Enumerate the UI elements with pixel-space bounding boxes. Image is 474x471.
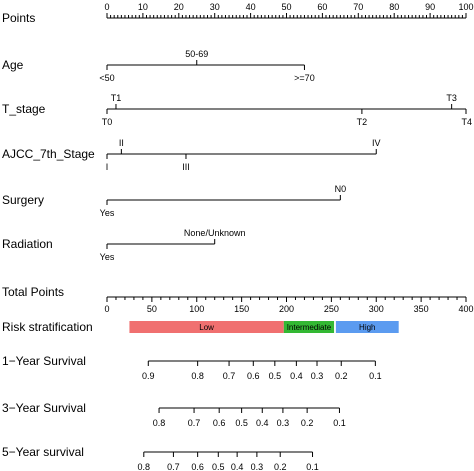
points-tick-label: 20	[174, 2, 184, 12]
survival-tick-label: 0.7	[167, 462, 180, 471]
survival-tick-label: 0.6	[213, 418, 226, 428]
survival-tick-label: 0.1	[333, 418, 346, 428]
variable-level-label: I	[106, 162, 109, 172]
survival-tick-label: 0.4	[256, 418, 269, 428]
survival-tick-label: 0.1	[306, 462, 319, 471]
variable-level-label: II	[119, 138, 124, 148]
total-points-tick-label: 400	[458, 304, 473, 314]
survival-tick-label: 0.7	[188, 418, 201, 428]
variable-level-label: T3	[446, 93, 457, 103]
variable-row-label: Surgery	[2, 193, 44, 207]
variable-level-label: Yes	[100, 252, 115, 262]
survival-tick-label: 0.9	[142, 371, 155, 381]
survival-tick-label: 0.8	[138, 462, 151, 471]
risk-band-label: Intermediate	[287, 323, 332, 332]
points-tick-label: 80	[389, 2, 399, 12]
total-points-tick-label: 350	[414, 304, 429, 314]
risk-band-high	[335, 321, 399, 333]
variable-level-label: T4	[461, 117, 472, 127]
variable-row-label: Age	[2, 58, 24, 72]
variable-level-label: Yes	[100, 208, 115, 218]
variable-level-label: T0	[102, 117, 113, 127]
points-tick-label: 0	[104, 2, 109, 12]
risk-band-label: Low	[199, 323, 214, 332]
total-points-tick-label: 150	[234, 304, 249, 314]
points-row-label: Points	[2, 11, 35, 25]
survival-row-label: 3−Year Survival	[2, 401, 86, 415]
points-tick-label: 90	[425, 2, 435, 12]
total-points-tick-label: 200	[279, 304, 294, 314]
survival-tick-label: 0.3	[277, 418, 290, 428]
variable-row-label: AJCC_7th_Stage	[2, 147, 95, 161]
variable-level-label: T2	[357, 117, 368, 127]
survival-tick-label: 0.6	[191, 462, 204, 471]
survival-tick-label: 0.2	[274, 462, 287, 471]
survival-tick-label: 0.2	[301, 418, 314, 428]
variable-row-label: Radiation	[2, 237, 53, 251]
total-points-tick-label: 50	[147, 304, 157, 314]
variable-level-label: N0	[335, 184, 347, 194]
risk-row-label: Risk stratification	[2, 320, 93, 334]
survival-row-label: 5−Year survival	[2, 445, 84, 459]
total-points-tick-label: 250	[324, 304, 339, 314]
survival-tick-label: 0.5	[269, 371, 282, 381]
total-points-row-label: Total Points	[2, 285, 64, 299]
survival-tick-label: 0.5	[235, 418, 248, 428]
survival-tick-label: 0.3	[311, 371, 324, 381]
row-labels: PointsAgeT_stageAJCC_7th_StageSurgeryRad…	[2, 11, 95, 459]
points-tick-label: 50	[281, 2, 291, 12]
survival-tick-label: 0.3	[251, 462, 264, 471]
points-tick-label: 70	[353, 2, 363, 12]
total-points-tick-label: 300	[369, 304, 384, 314]
variable-level-label: III	[182, 162, 190, 172]
risk-band-intermediate	[283, 321, 335, 333]
total-points-tick-label: 100	[189, 304, 204, 314]
variable-level-label: T1	[111, 93, 122, 103]
variable-level-label: None/Unknown	[184, 228, 246, 238]
survival-tick-label: 0.7	[223, 371, 236, 381]
points-tick-label: 40	[246, 2, 256, 12]
points-tick-label: 60	[317, 2, 327, 12]
total-points-tick-label: 0	[104, 304, 109, 314]
survival-row-label: 1−Year Survival	[2, 354, 86, 368]
survival-tick-label: 0.6	[247, 371, 260, 381]
variable-level-label: IV	[372, 138, 381, 148]
survival-tick-label: 0.8	[191, 371, 204, 381]
points-tick-label: 10	[138, 2, 148, 12]
survival-tick-label: 0.2	[335, 371, 348, 381]
variable-level-label: 50-69	[185, 49, 208, 59]
variable-level-label: <50	[99, 73, 114, 83]
survival-tick-label: 0.8	[153, 418, 166, 428]
survival-tick-label: 0.4	[231, 462, 244, 471]
points-tick-label: 30	[210, 2, 220, 12]
survival-tick-label: 0.1	[369, 371, 382, 381]
variable-level-label: >=70	[294, 73, 315, 83]
risk-band-label: High	[359, 323, 375, 332]
survival-tick-label: 0.5	[212, 462, 225, 471]
survival-tick-label: 0.4	[290, 371, 303, 381]
variable-row-label: T_stage	[2, 102, 46, 116]
points-tick-label: 100	[458, 2, 473, 12]
risk-band-low	[129, 321, 284, 333]
